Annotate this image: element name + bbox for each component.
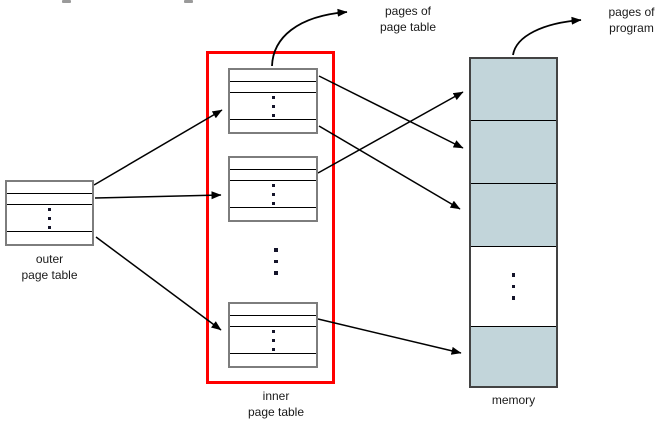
table-row [7,232,92,244]
arrow-callout-pages-of-page-table [271,8,348,67]
table-row [230,170,316,181]
inner-page-table-1 [228,68,318,134]
arrow-inner-table-1-to-memory-cell-3 [318,125,461,210]
pages-of-page-table-label: pages of page table [379,4,437,34]
memory-cell-5 [471,327,556,386]
table-row [230,120,316,132]
inner-page-table-3 [228,302,318,368]
memory-cell-3 [471,184,556,247]
vertical-ellipsis-icon [271,95,275,117]
vertical-ellipsis-icon [511,273,516,300]
table-row [230,158,316,170]
inner-page-tables-highlight-box [206,51,335,384]
inner-page-table-label: inner page table [247,389,305,419]
vertical-ellipsis-icon [271,329,275,351]
outer-page-table [5,180,94,246]
vertical-ellipsis-icon [271,183,275,205]
arrow-inner-table-3-to-memory-cell-5 [317,318,462,355]
arrow-inner-table-1-to-memory-cell-2 [318,75,464,149]
table-ellipsis-area [7,205,92,232]
cropped-text-artifact [62,0,71,3]
memory-column [469,57,558,388]
outer-page-table-label: outer page table [21,252,78,282]
table-row [7,194,92,205]
table-row [230,316,316,327]
table-row [230,304,316,316]
arrow-outer-to-inner-table-3 [95,236,222,331]
memory-cell-2 [471,121,556,184]
vertical-ellipsis-icon [274,248,278,275]
memory-cell-4 [471,247,556,327]
table-row [230,70,316,82]
arrow-inner-table-2-to-memory-cell-1 [317,91,464,174]
table-row [230,82,316,93]
table-row [7,182,92,194]
inner-page-table-2 [228,156,318,222]
vertical-ellipsis-icon [48,207,51,229]
table-ellipsis-area [230,181,316,208]
memory-label: memory [491,393,536,407]
pages-of-program-label: pages of program [608,5,655,35]
table-row [230,354,316,366]
arrow-outer-to-inner-table-2 [94,191,222,200]
cropped-text-artifact [184,0,193,3]
memory-cell-1 [471,59,556,121]
arrow-outer-to-inner-table-1 [93,109,223,186]
table-ellipsis-area [230,327,316,354]
table-ellipsis-area [230,93,316,120]
arrow-callout-pages-of-program [512,16,582,56]
table-row [230,208,316,220]
